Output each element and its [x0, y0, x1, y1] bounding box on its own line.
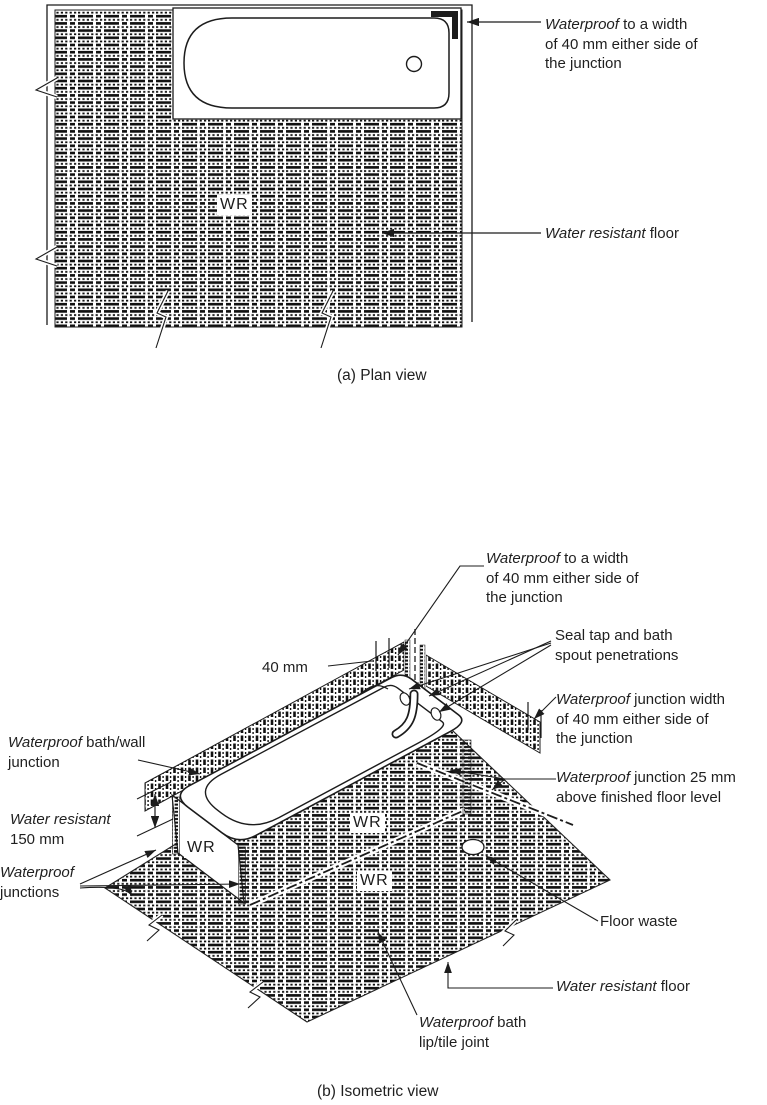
plan-caption: (a) Plan view — [337, 367, 427, 384]
iso-tap-penetration-1 — [399, 692, 411, 706]
iso-leader-lines — [79, 565, 599, 1016]
iso-junction-lines — [248, 760, 575, 908]
iso-break-marks — [144, 913, 518, 1010]
iso-wr-label-floor-upper: WR — [350, 813, 385, 833]
plan-bath-tub — [183, 17, 450, 109]
plan-break-marks — [30, 76, 336, 349]
plan-waterproof-corner — [431, 11, 458, 39]
plan-leader-lines — [382, 17, 541, 238]
iso-floor-waste — [461, 838, 485, 856]
iso-junction-strip-mid — [238, 846, 246, 905]
iso-bath-overflow — [362, 685, 389, 693]
iso-40mm-dimension — [327, 638, 390, 671]
iso-tap-spout — [391, 689, 419, 739]
iso-junction-strip-right — [462, 739, 472, 815]
iso-label-water-resistant-floor: Water resistant floor — [556, 978, 690, 995]
iso-label-floor-waste: Floor waste — [600, 913, 678, 930]
plan-wr-label: WR — [217, 195, 252, 215]
iso-tap-penetration-2 — [430, 707, 442, 721]
iso-caption: (b) Isometric view — [317, 1083, 439, 1100]
iso-150mm-dimension — [136, 781, 174, 837]
plan-room-outline — [46, 4, 473, 325]
iso-wr-label-end-wall: WR — [184, 838, 219, 858]
iso-view-drawing — [79, 565, 611, 1023]
iso-label-40mm: 40 mm — [262, 659, 308, 676]
plan-view-drawing — [30, 4, 541, 349]
iso-wr-label-floor-main: WR — [357, 871, 392, 891]
plan-bath-waste — [405, 55, 423, 73]
iso-bath-tub — [204, 684, 445, 826]
iso-junction-strip-left — [172, 796, 180, 855]
plan-label-water-resistant-floor: Water resistant floor — [545, 225, 679, 242]
